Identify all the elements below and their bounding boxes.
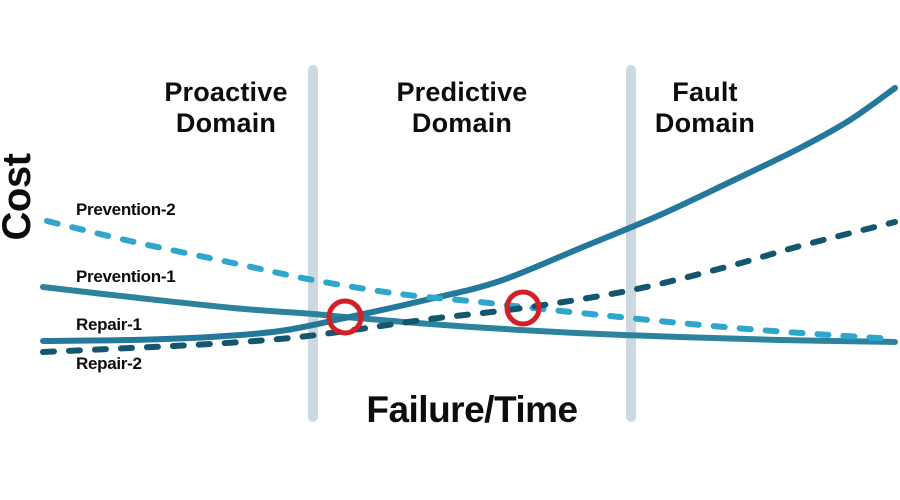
domain-label-fault-line2: Domain [654,108,756,138]
curve-prevention-1 [40,284,898,345]
curve-label-repair-2: Repair-2 [76,354,142,373]
domain-label-proactive-line1: Proactive [164,77,288,107]
intersection-marker-1 [326,298,364,336]
intersection-marker-2 [504,289,542,327]
curve-prevention-2 [44,218,898,342]
curve-repair-2 [40,219,898,355]
domain-label-predictive-line1: Predictive [396,77,528,107]
domain-label-proactive: Proactive Domain [106,77,346,139]
curve-label-prevention-2: Prevention-2 [76,200,176,219]
domain-label-proactive-line2: Domain [175,108,277,138]
curve-label-repair-1: Repair-1 [76,315,142,334]
x-axis-label-failure-time: Failure/Time [366,389,578,430]
domain-label-predictive: Predictive Domain [342,77,582,139]
curve-label-prevention-1: Prevention-1 [76,267,176,286]
curve-repair-1 [40,85,898,344]
y-axis-label-cost: Cost [0,153,39,241]
domain-label-fault-line1: Fault [672,77,738,107]
domain-label-predictive-line2: Domain [411,108,513,138]
domain-label-fault: Fault Domain [585,77,825,139]
